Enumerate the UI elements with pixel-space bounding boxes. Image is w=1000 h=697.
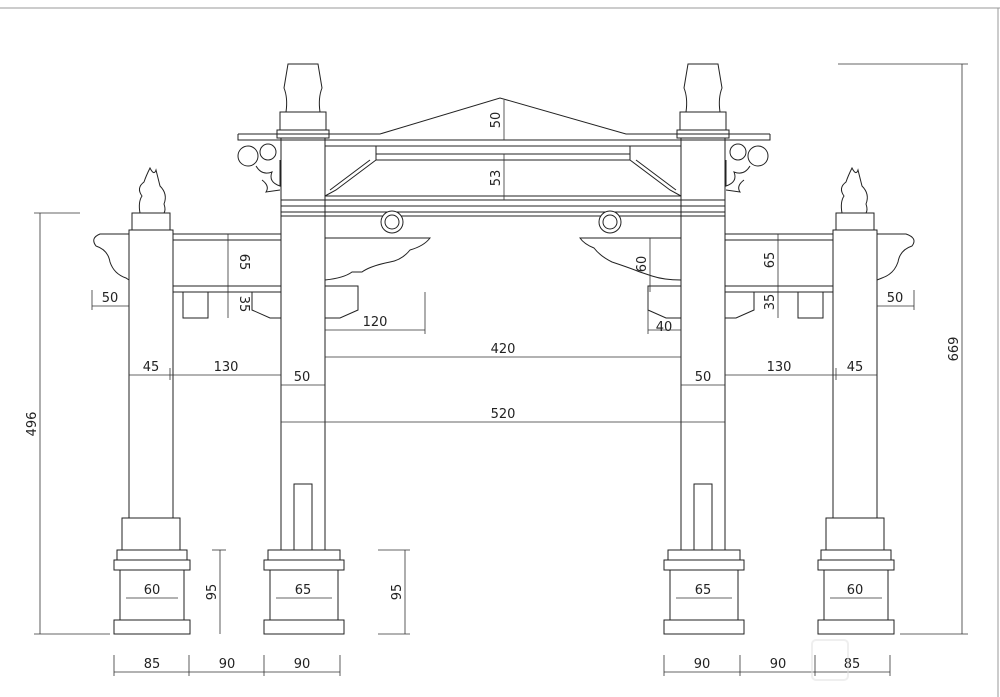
left-main-post <box>263 63 345 635</box>
dim-left-side-clear: 130 <box>214 360 239 375</box>
dim-pediment-rise: 50 <box>489 112 504 129</box>
dim-bottom-left-gap: 90 <box>219 657 236 672</box>
dim-right-side-plinth: 60 <box>847 583 864 598</box>
dim-inner-clear-span: 420 <box>491 342 516 357</box>
dim-left-side-beam: 65 <box>236 254 251 271</box>
dim-right-main-plinth: 65 <box>695 583 712 598</box>
right-dragon-ornament <box>725 143 769 193</box>
dim-right-side-post: 45 <box>847 360 864 375</box>
right-finial <box>840 166 868 214</box>
dim-right-overhang: 50 <box>887 291 904 306</box>
right-main-post <box>663 63 745 635</box>
dim-left-bracket-span: 120 <box>363 315 388 330</box>
dim-left-main-post: 50 <box>294 370 311 385</box>
left-dragon-ornament <box>237 143 281 193</box>
dim-left-side-height: 496 <box>25 412 40 437</box>
dim-left-base-height: 95 <box>205 584 220 601</box>
right-side-post <box>817 212 895 635</box>
archway-structure <box>93 63 915 635</box>
dimension-labels: 50 53 65 35 60 65 35 50 50 120 40 420 45… <box>25 112 962 672</box>
lintel-rings <box>380 210 622 234</box>
dim-center-base-height: 95 <box>390 584 405 601</box>
left-finial <box>138 166 166 214</box>
right-side-beam <box>725 233 915 319</box>
dim-left-side-post: 45 <box>143 360 160 375</box>
left-side-beam <box>93 233 281 319</box>
center-beam-brackets <box>324 237 682 319</box>
dim-right-bracket-offset: 40 <box>656 320 673 335</box>
dim-center-span: 520 <box>491 407 516 422</box>
dim-right-side-clear: 130 <box>767 360 792 375</box>
frame <box>0 7 1000 697</box>
dimension-lines <box>34 63 968 676</box>
dim-right-beam: 60 <box>635 256 650 273</box>
dim-total-height: 669 <box>947 337 962 362</box>
dim-left-bracket: 35 <box>236 296 251 313</box>
left-side-post <box>113 212 191 635</box>
upper-lintel <box>237 97 771 217</box>
dim-bottom-right-gap: 90 <box>770 657 787 672</box>
dim-left-overhang: 50 <box>102 291 119 306</box>
dim-right-side-beam: 65 <box>763 252 778 269</box>
dim-lintel-band: 53 <box>489 170 504 187</box>
dim-bottom-left-main: 90 <box>294 657 311 672</box>
dim-bottom-right-side: 85 <box>844 657 861 672</box>
dim-bottom-right-main: 90 <box>694 657 711 672</box>
dim-left-main-plinth: 65 <box>295 583 312 598</box>
watermark-logo <box>811 639 849 681</box>
dim-right-main-post: 50 <box>695 370 712 385</box>
dim-bottom-left-side: 85 <box>144 657 161 672</box>
dim-left-side-plinth: 60 <box>144 583 161 598</box>
dim-right-bracket: 35 <box>763 294 778 311</box>
